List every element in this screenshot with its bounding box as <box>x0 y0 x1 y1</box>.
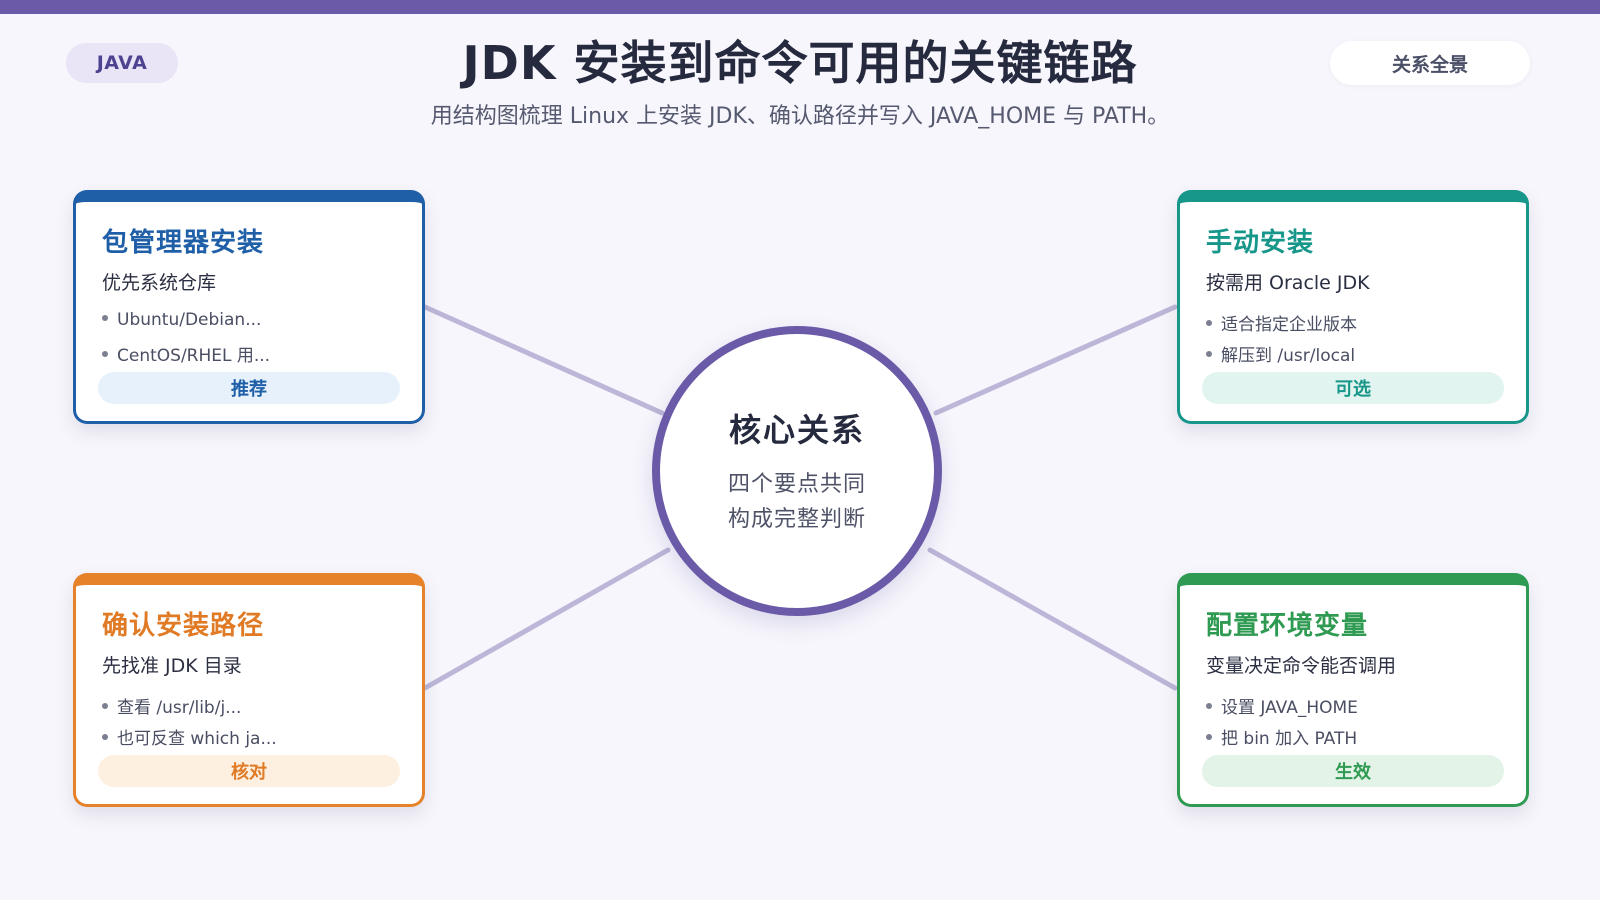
card-manual-install: 手动安装 按需用 Oracle JDK 适合指定企业版本 解压到 /usr/lo… <box>1177 190 1529 424</box>
card-bullet: Ubuntu/Debian... <box>102 310 261 330</box>
card-title: 包管理器安装 <box>102 228 265 258</box>
hub-title: 核心关系 <box>728 411 865 449</box>
bullet-dot-icon <box>102 703 108 709</box>
card-subtitle: 按需用 Oracle JDK <box>1206 272 1370 294</box>
card-bullet: 适合指定企业版本 <box>1206 310 1357 335</box>
card-subtitle: 优先系统仓库 <box>102 272 217 294</box>
card-bullet: 也可反查 which ja... <box>102 724 277 749</box>
card-status-pill: 生效 <box>1202 755 1504 787</box>
page-subtitle: 用结构图梳理 Linux 上安装 JDK、确认路径并写入 JAVA_HOME 与… <box>430 104 1170 129</box>
bullet-dot-icon <box>1206 351 1212 357</box>
category-tag: JAVA <box>66 43 178 83</box>
bullet-dot-icon <box>1206 703 1212 709</box>
core-hub-node: 核心关系 四个要点共同 构成完整判断 <box>652 326 942 616</box>
card-bullet: 查看 /usr/lib/j... <box>102 693 241 718</box>
card-title: 配置环境变量 <box>1206 611 1369 641</box>
connector-manual <box>933 304 1178 416</box>
card-bullet: 把 bin 加入 PATH <box>1206 724 1357 749</box>
card-bullet: CentOS/RHEL 用... <box>102 341 270 366</box>
bullet-dot-icon <box>102 734 108 740</box>
card-status-pill: 可选 <box>1202 372 1504 404</box>
bullet-dot-icon <box>102 315 108 321</box>
card-package-manager-install: 包管理器安装 优先系统仓库 Ubuntu/Debian... CentOS/RH… <box>73 190 425 424</box>
connector-env <box>927 547 1178 691</box>
card-configure-env-vars: 配置环境变量 变量决定命令能否调用 设置 JAVA_HOME 把 bin 加入 … <box>1177 573 1529 807</box>
card-subtitle: 变量决定命令能否调用 <box>1206 655 1397 677</box>
bullet-dot-icon <box>1206 320 1212 326</box>
hub-line-2: 构成完整判断 <box>727 507 866 532</box>
overview-badge: 关系全景 <box>1330 41 1530 85</box>
card-bullet: 设置 JAVA_HOME <box>1206 693 1358 718</box>
hub-line-1: 四个要点共同 <box>727 472 866 497</box>
connector-pkg <box>422 304 665 416</box>
card-title: 手动安装 <box>1206 228 1315 258</box>
top-accent-bar <box>0 0 1600 14</box>
card-confirm-install-path: 确认安装路径 先找准 JDK 目录 查看 /usr/lib/j... 也可反查 … <box>73 573 425 807</box>
bullet-dot-icon <box>102 351 108 357</box>
page-title: JDK 安装到命令可用的关键链路 <box>462 36 1138 90</box>
card-subtitle: 先找准 JDK 目录 <box>102 655 242 677</box>
card-bullet: 解压到 /usr/local <box>1206 341 1355 366</box>
card-status-pill: 核对 <box>98 755 400 787</box>
card-title: 确认安装路径 <box>102 611 265 641</box>
card-status-pill: 推荐 <box>98 372 400 404</box>
connector-path <box>422 547 671 691</box>
bullet-dot-icon <box>1206 734 1212 740</box>
